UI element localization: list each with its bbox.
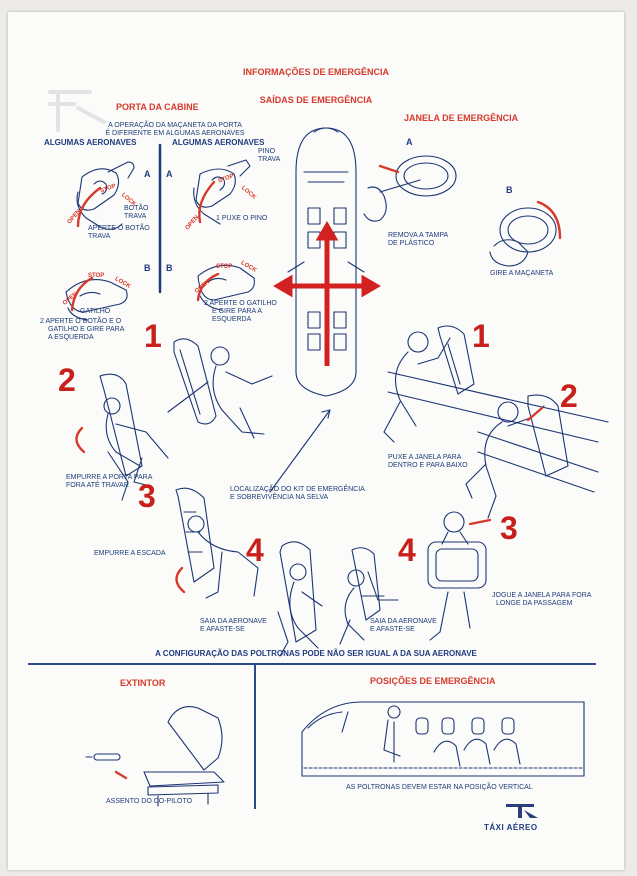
step-number: 2	[560, 378, 578, 414]
arrow-icon	[75, 426, 86, 454]
page-title: INFORMAÇÕES DE EMERGÊNCIA	[242, 67, 389, 77]
arrow-icon	[175, 566, 186, 594]
door-step-4-illustration	[277, 541, 323, 657]
positions-title: POSIÇÕES DE EMERGÊNCIA	[370, 676, 496, 686]
step-number: 3	[500, 510, 518, 546]
step-number: 3	[138, 478, 156, 514]
arrow-icon	[198, 180, 216, 224]
label-gire: GIRE A MAÇANETA	[490, 270, 554, 277]
window-step-3-illustration	[427, 511, 487, 641]
step-number: 4	[246, 532, 264, 568]
section-divider-vertical	[254, 665, 256, 809]
copilot-seat-illustration	[143, 706, 225, 807]
door-step-2-illustration	[99, 373, 169, 501]
label-stop: STOP	[88, 273, 105, 279]
label-puxe-pino: 1 PUXE O PINO	[216, 215, 268, 222]
exit-cross-icon	[273, 221, 381, 366]
arrow-icon	[526, 406, 544, 422]
positions-caption: AS POLTRONAS DEVEM ESTAR NA POSIÇÃO VERT…	[346, 784, 533, 791]
illustrations	[48, 90, 609, 807]
label-b-right: B	[166, 263, 173, 273]
safety-card: INFORMAÇÕES DE EMERGÊNCIA SAÍDAS DE EMER…	[8, 12, 624, 870]
brand-name: TÁXI AÉREO	[484, 823, 538, 832]
cabin-side-view	[301, 701, 585, 777]
window-step-1-illustration	[383, 325, 609, 443]
label-stop: STOP	[216, 264, 233, 270]
col-header-left: ALGUMAS AERONAVES	[44, 138, 137, 147]
extinguisher-illustration	[85, 753, 121, 761]
window-step-2-illustration	[465, 394, 599, 519]
arrow-icon	[536, 200, 562, 240]
label-gatilho: GATILHO	[80, 308, 111, 315]
config-note: A CONFIGURAÇÃO DAS POLTRONAS PODE NÃO SE…	[155, 649, 477, 658]
watermark-logo-icon	[48, 90, 106, 132]
door-step-1-illustration	[167, 338, 273, 439]
col-header-right: ALGUMAS AERONAVES	[172, 138, 265, 147]
kit-pointer-line	[269, 409, 331, 493]
arrow-icon	[378, 164, 400, 174]
label-b-left: B	[144, 263, 151, 273]
label-a-left: A	[144, 169, 151, 179]
arrow-icon	[70, 276, 94, 312]
window-title: JANELA DE EMERGÊNCIA	[404, 113, 519, 123]
arrow-icon	[114, 770, 128, 780]
extinguisher-caption: ASSENTO DO CO-PILOTO	[106, 798, 193, 805]
arrow-icon	[468, 518, 492, 526]
window-handle-illustration	[489, 207, 557, 267]
brand-logo-icon	[506, 804, 538, 818]
step-number: 2	[58, 362, 76, 398]
door-handle-illustration	[197, 264, 255, 311]
step-number: 1	[472, 318, 490, 354]
exits-title: SAÍDAS DE EMERGÊNCIA	[259, 95, 373, 105]
window-label-b: B	[506, 185, 513, 195]
label-a-right: A	[166, 169, 173, 179]
window-cover-illustration	[363, 155, 457, 222]
arrow-icon	[76, 186, 102, 228]
kit-pointer-arrow	[321, 409, 331, 419]
label-empurre-escada: EMPURRE A ESCADA	[94, 550, 166, 557]
arrow-icon	[196, 272, 220, 302]
cabin-door-title: PORTA DA CABINE	[116, 102, 199, 112]
window-label-a: A	[406, 137, 413, 147]
step-number: 1	[144, 318, 162, 354]
window-step-4-illustration	[339, 547, 399, 645]
step-number: 4	[398, 532, 416, 568]
extinguisher-title: EXTINTOR	[120, 678, 166, 688]
section-divider	[28, 663, 596, 665]
door-step-3-illustration	[175, 487, 259, 599]
